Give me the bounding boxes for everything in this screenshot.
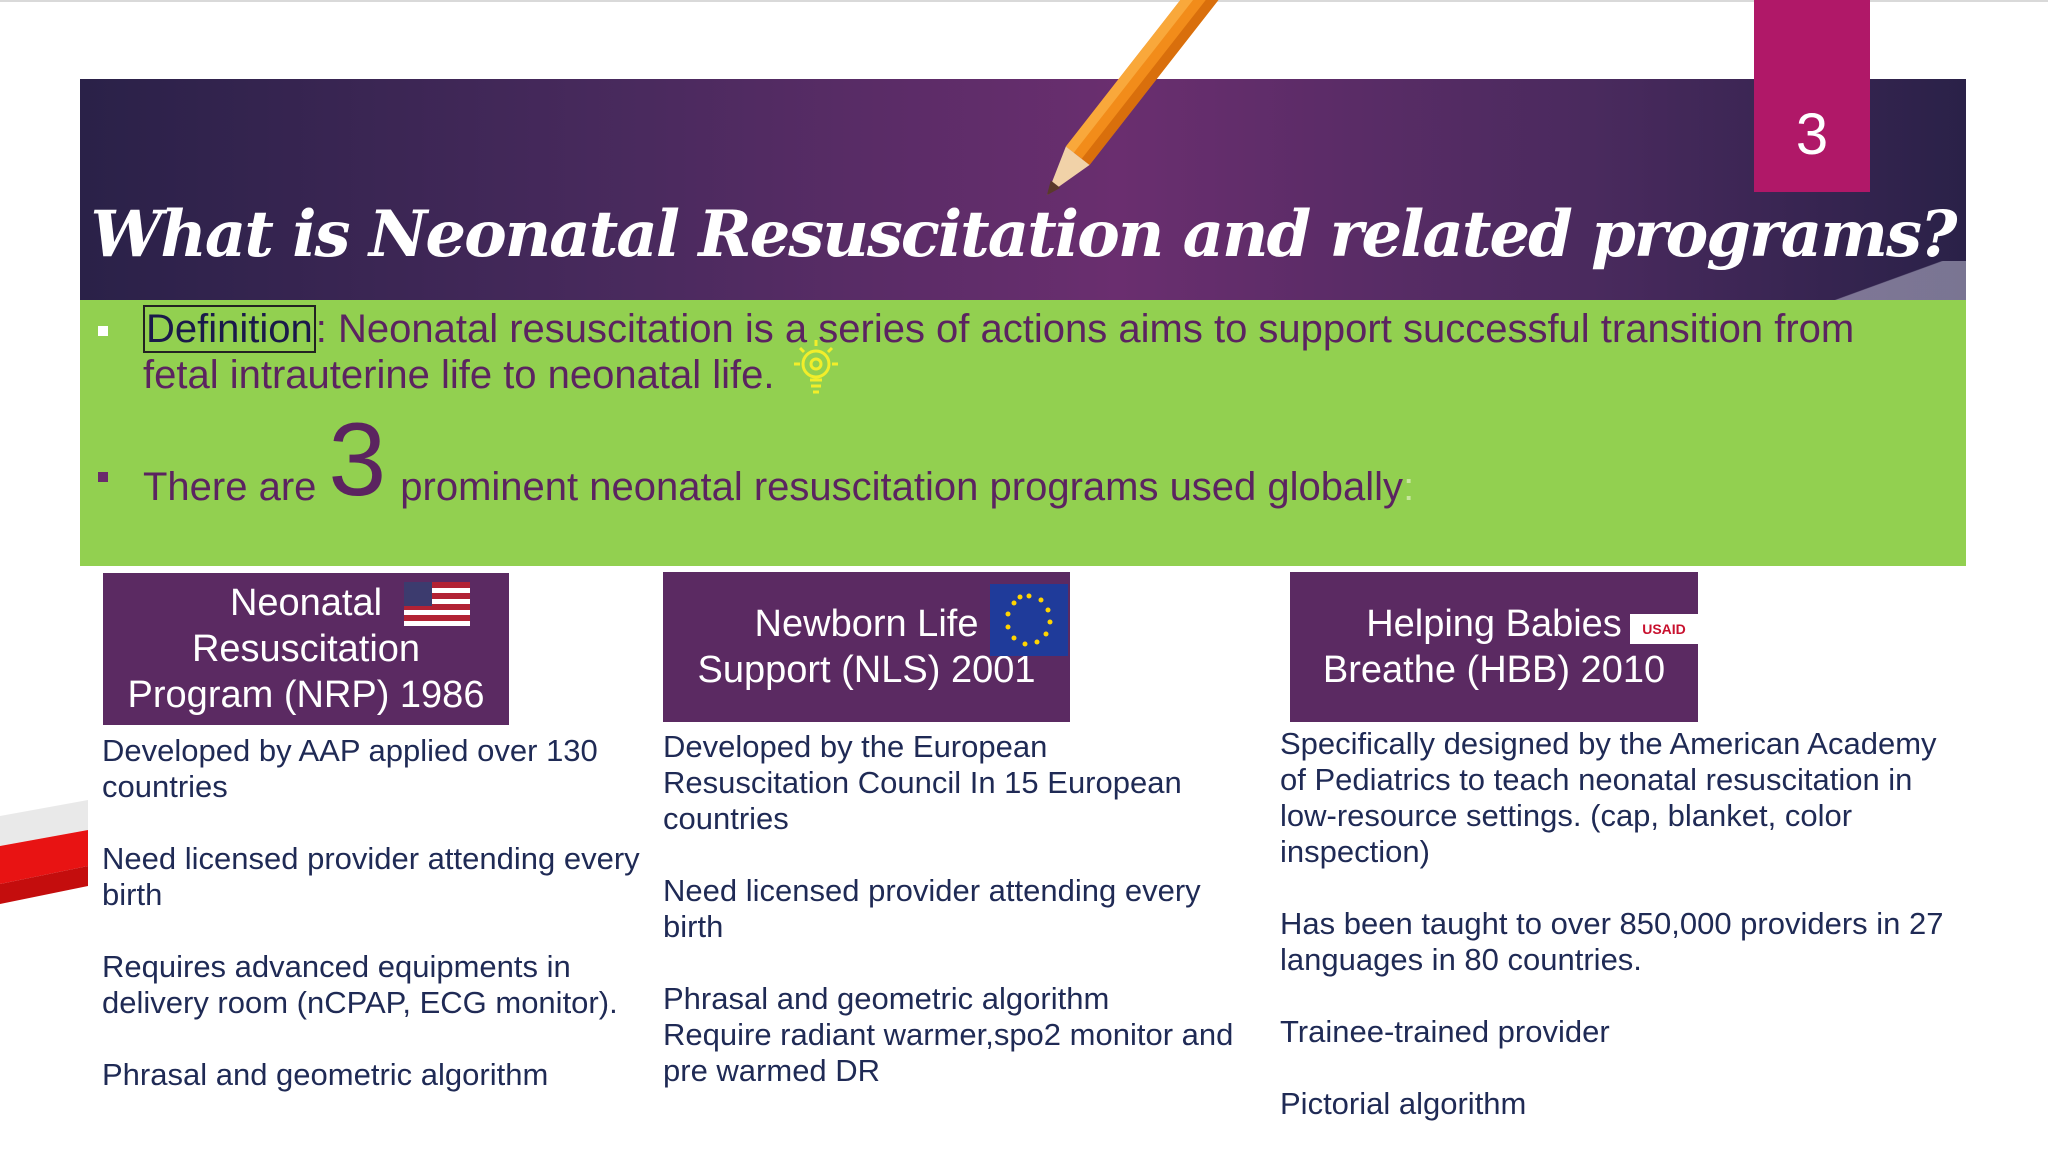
list-item: Specifically designed by the American Ac… (1280, 726, 1937, 869)
program-title-hbb: Helping Babies Breathe (HBB) 2010 (1322, 603, 1666, 691)
eu-flag-icon (990, 584, 1068, 656)
list-item: Need licensed provider attending every b… (663, 873, 1201, 944)
prominent-after: prominent neonatal resuscitation program… (400, 465, 1404, 509)
program-points-nrp: Developed by AAP applied over 130 countr… (102, 733, 642, 1129)
prominent-before: There are (143, 465, 317, 509)
list-item: Require radiant warmer,spo2 monitor and … (663, 1017, 1234, 1088)
prominent-colon: : (1403, 465, 1415, 509)
program-points-hbb: Specifically designed by the American Ac… (1280, 726, 1970, 1158)
list-item: Need licensed provider attending every b… (102, 841, 640, 912)
list-item: Trainee-trained provider (1280, 1014, 1610, 1049)
list-item: Developed by AAP applied over 130 countr… (102, 733, 598, 804)
list-item: Developed by the European Resuscitation … (663, 729, 1182, 836)
page-number-tab: 3 (1754, 0, 1870, 192)
page-number: 3 (1795, 102, 1829, 167)
usaid-logo-text: USAID (1642, 621, 1686, 637)
bullet-prominent (98, 472, 108, 482)
pencil-icon (1046, 0, 1225, 196)
list-item: Phrasal and geometric algorithm (102, 1057, 549, 1092)
slide-title: What is Neonatal Resuscitation and relat… (90, 197, 1958, 272)
definition-text: : Neonatal resuscitation is a series of … (143, 307, 1855, 397)
us-flag-icon (404, 582, 470, 626)
definition-label: Definition (143, 305, 316, 353)
prominent-number: 3 (328, 402, 387, 518)
definition-paragraph: Definition: Neonatal resuscitation is a … (143, 305, 1923, 398)
program-title-nrp: Neonatal Resuscitation Program (NRP) 198… (127, 582, 485, 716)
program-title-nls: Newborn Life Support (NLS) 2001 (697, 603, 1036, 691)
program-box-hbb: Helping Babies Breathe (HBB) 2010 (1290, 572, 1698, 722)
definition-band (80, 300, 1966, 566)
title-banner: What is Neonatal Resuscitation and relat… (80, 79, 1966, 301)
list-item: Has been taught to over 850,000 provider… (1280, 906, 1944, 977)
top-border (0, 0, 2048, 2)
list-item: Pictorial algorithm (1280, 1086, 1527, 1121)
usaid-logo: USAID (1630, 614, 1698, 644)
program-points-nls: Developed by the European Resuscitation … (663, 729, 1243, 1125)
prominent-line: There are 3 prominent neonatal resuscita… (143, 400, 1415, 518)
list-item: Phrasal and geometric algorithm (663, 981, 1110, 1016)
list-item: Requires advanced equipments in delivery… (102, 949, 618, 1020)
lightbulb-icon (794, 340, 838, 394)
decorative-stripe (0, 800, 88, 904)
bullet-definition (98, 326, 108, 336)
